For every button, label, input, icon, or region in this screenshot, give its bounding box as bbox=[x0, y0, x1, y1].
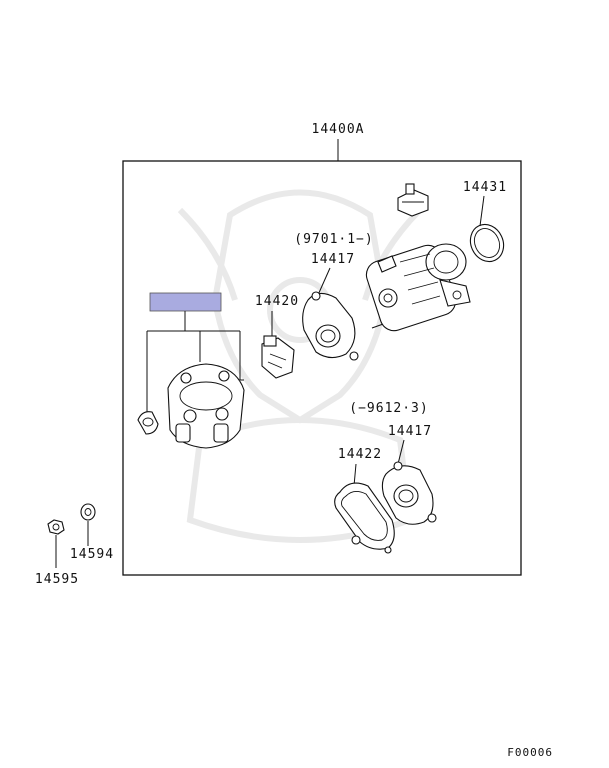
range-note-new: (9701·1−) bbox=[294, 232, 373, 247]
cap-end-piece[interactable] bbox=[137, 411, 159, 435]
o-ring-14431[interactable] bbox=[464, 219, 509, 267]
pickup-14417-lower[interactable] bbox=[381, 461, 437, 525]
leader-14417-lower bbox=[397, 439, 405, 465]
callout-14417-lower[interactable]: 14417 bbox=[388, 424, 432, 439]
leader-14431 bbox=[479, 195, 485, 227]
distributor-housing[interactable] bbox=[363, 242, 471, 335]
gasket-14422[interactable] bbox=[334, 482, 395, 554]
callout-14417-upper[interactable]: 14417 bbox=[311, 252, 355, 267]
callout-14594[interactable]: 14594 bbox=[70, 547, 114, 562]
highlighted-part-label[interactable] bbox=[149, 292, 222, 312]
assembly-frame bbox=[122, 160, 522, 576]
pickup-14417-upper[interactable] bbox=[302, 291, 359, 361]
figure-code: F00006 bbox=[507, 746, 553, 759]
callout-14422[interactable]: 14422 bbox=[338, 447, 382, 462]
callout-14420[interactable]: 14420 bbox=[255, 294, 299, 309]
callout-14595[interactable]: 14595 bbox=[35, 572, 79, 587]
washer-14594[interactable] bbox=[80, 503, 96, 521]
assembly-number-label[interactable]: 14400A bbox=[312, 122, 365, 137]
callout-14431[interactable]: 14431 bbox=[463, 180, 507, 195]
connector-plug[interactable] bbox=[397, 183, 429, 217]
leader-14417-upper bbox=[317, 267, 331, 296]
rotor-14420[interactable] bbox=[261, 335, 295, 379]
nut-14595[interactable] bbox=[47, 519, 65, 535]
leader-14422 bbox=[353, 463, 357, 487]
distributor-cap[interactable] bbox=[167, 350, 245, 449]
range-note-old: (−9612·3) bbox=[349, 401, 428, 416]
